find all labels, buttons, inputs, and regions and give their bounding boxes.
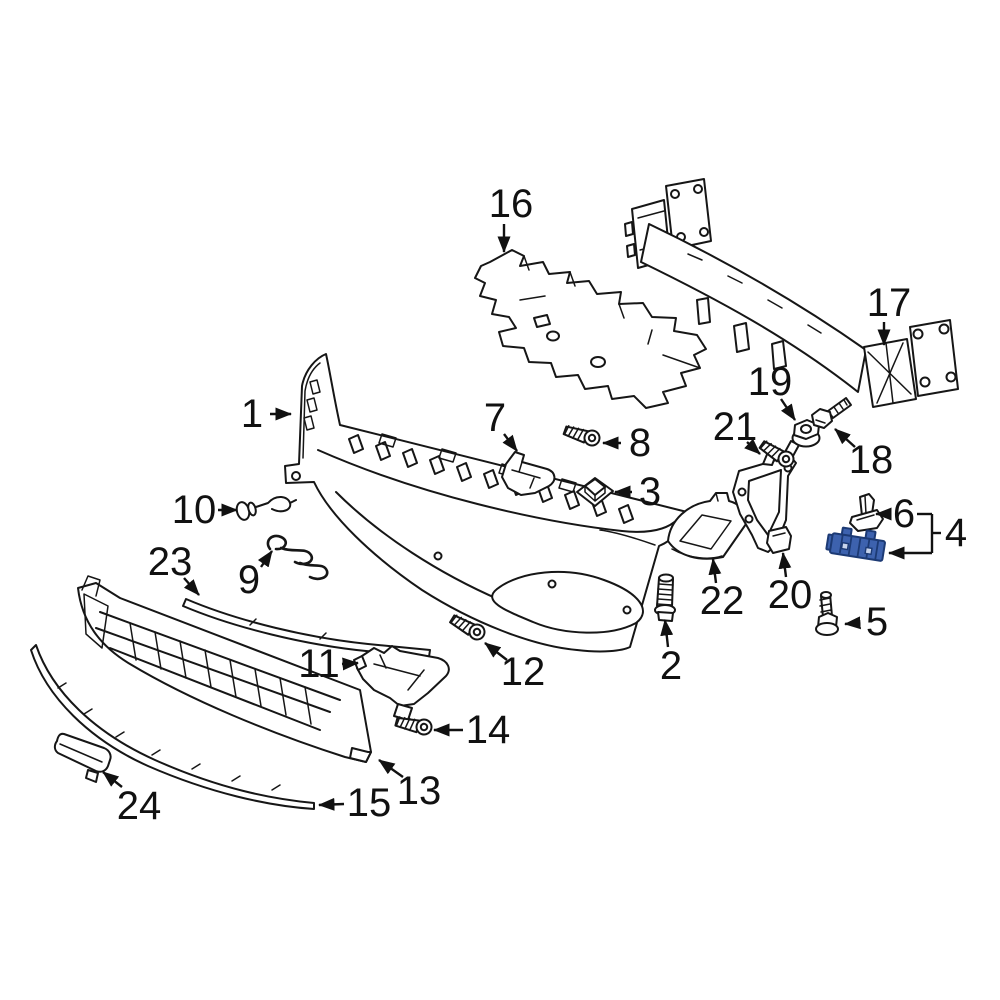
callout-number-14: 14 [466, 708, 511, 752]
part-20-wire-bracket [732, 440, 800, 554]
callout-number-24: 24 [117, 784, 162, 828]
callout-number-17: 17 [867, 281, 912, 325]
callout-23: 23 [148, 540, 200, 596]
callout-22: 22 [700, 558, 745, 623]
part-17-bumper-reinforcement [624, 178, 959, 408]
part-8-screw [562, 420, 603, 449]
callout-2: 2 [660, 619, 682, 688]
callout-number-10: 10 [172, 488, 217, 532]
callout-24: 24 [102, 771, 162, 828]
part-10-push-clip [235, 496, 297, 521]
part-24-reflector [53, 732, 112, 783]
callout-16: 16 [489, 182, 534, 253]
part-19-flange-nut [791, 419, 821, 448]
callout-number-4: 4 [945, 511, 967, 555]
callout-number-21: 21 [713, 405, 758, 449]
callout-13: 13 [378, 759, 442, 813]
callout-8: 8 [602, 421, 651, 465]
callout-number-13: 13 [397, 769, 442, 813]
callout-number-19: 19 [748, 360, 793, 404]
callout-17: 17 [867, 281, 912, 346]
part-5-bolt [815, 591, 839, 636]
callout-number-6: 6 [893, 492, 915, 536]
callout-number-12: 12 [501, 650, 546, 694]
callout-number-5: 5 [866, 600, 888, 644]
callout-14: 14 [433, 708, 511, 752]
callout-19: 19 [748, 360, 796, 421]
callout-10: 10 [172, 488, 238, 532]
callout-6: 6 [875, 492, 915, 536]
part-2-stud-bolt [654, 573, 676, 622]
callout-9: 9 [238, 550, 273, 602]
part-4-bracket-highlighted[interactable] [825, 525, 887, 562]
callout-number-20: 20 [768, 573, 813, 617]
callout-3: 3 [614, 470, 661, 514]
part-15-lower-molding [30, 644, 315, 810]
callout-15: 15 [318, 781, 392, 825]
part-1-bumper-cover [284, 353, 692, 653]
callout-20: 20 [768, 552, 813, 617]
part-9-wire-clip [266, 534, 329, 581]
callout-18: 18 [834, 428, 894, 482]
part-6-push-pin [849, 493, 884, 532]
callout-1: 1 [241, 392, 292, 436]
callout-number-7: 7 [484, 396, 506, 440]
callout-4: 4 [888, 511, 967, 560]
part-7-bracket [501, 451, 556, 496]
part-3-clip-nut [576, 477, 614, 507]
callout-number-16: 16 [489, 182, 534, 226]
callout-7: 7 [484, 396, 518, 452]
callout-number-11: 11 [298, 642, 340, 686]
callout-21: 21 [713, 405, 761, 455]
callout-number-22: 22 [700, 579, 745, 623]
callout-number-8: 8 [629, 421, 651, 465]
callout-12: 12 [484, 642, 546, 694]
part-16-impact-absorber [474, 249, 707, 409]
callout-number-2: 2 [660, 644, 682, 688]
callout-number-18: 18 [849, 438, 894, 482]
part-13-lower-grille [77, 575, 372, 763]
part-18-bolt [811, 397, 852, 429]
callout-number-1: 1 [241, 392, 263, 436]
callout-number-9: 9 [238, 558, 260, 602]
part-11-bracket [353, 645, 450, 721]
part-22-side-bracket [667, 492, 748, 560]
callout-number-23: 23 [148, 540, 193, 584]
callout-11: 11 [298, 642, 359, 686]
callout-number-15: 15 [347, 781, 392, 825]
callout-5: 5 [844, 600, 888, 644]
callout-number-3: 3 [639, 470, 661, 514]
